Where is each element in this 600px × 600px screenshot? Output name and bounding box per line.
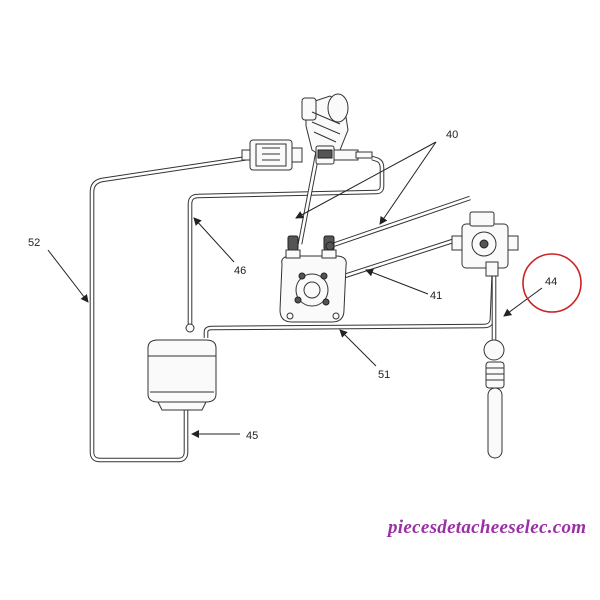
hose-46 bbox=[187, 155, 385, 324]
hose-45 bbox=[150, 408, 189, 463]
callout-46: 46 bbox=[234, 265, 246, 277]
highlight-circle bbox=[522, 253, 582, 313]
hose-end-cap bbox=[185, 323, 195, 333]
leader-lines bbox=[47, 141, 543, 438]
callout-44: 44 bbox=[545, 276, 557, 288]
callout-51: 51 bbox=[378, 369, 390, 381]
hose-51 bbox=[203, 267, 497, 338]
leader-40b bbox=[379, 141, 437, 225]
leader-46 bbox=[193, 217, 235, 263]
steam-wand-part bbox=[483, 339, 505, 459]
callout-45: 45 bbox=[246, 430, 258, 442]
callout-52: 52 bbox=[28, 237, 40, 249]
hose-52 bbox=[89, 155, 249, 463]
leader-52 bbox=[47, 249, 89, 303]
callout-41: 41 bbox=[430, 290, 442, 302]
valve-assembly-part bbox=[301, 93, 373, 165]
watermark-text: piecesdetacheeselec.com bbox=[388, 517, 587, 538]
leader-41 bbox=[365, 268, 429, 295]
water-tank-part bbox=[147, 339, 217, 411]
callout-40: 40 bbox=[446, 129, 458, 141]
right-valve-part bbox=[451, 211, 519, 277]
leader-40a bbox=[295, 141, 437, 219]
leader-44 bbox=[503, 287, 543, 317]
pump-part bbox=[241, 139, 303, 171]
watermark: piecesdetacheeselec.com bbox=[388, 515, 598, 551]
leader-51 bbox=[339, 329, 377, 367]
hose-40 bbox=[297, 149, 471, 249]
boiler-part bbox=[279, 235, 347, 323]
